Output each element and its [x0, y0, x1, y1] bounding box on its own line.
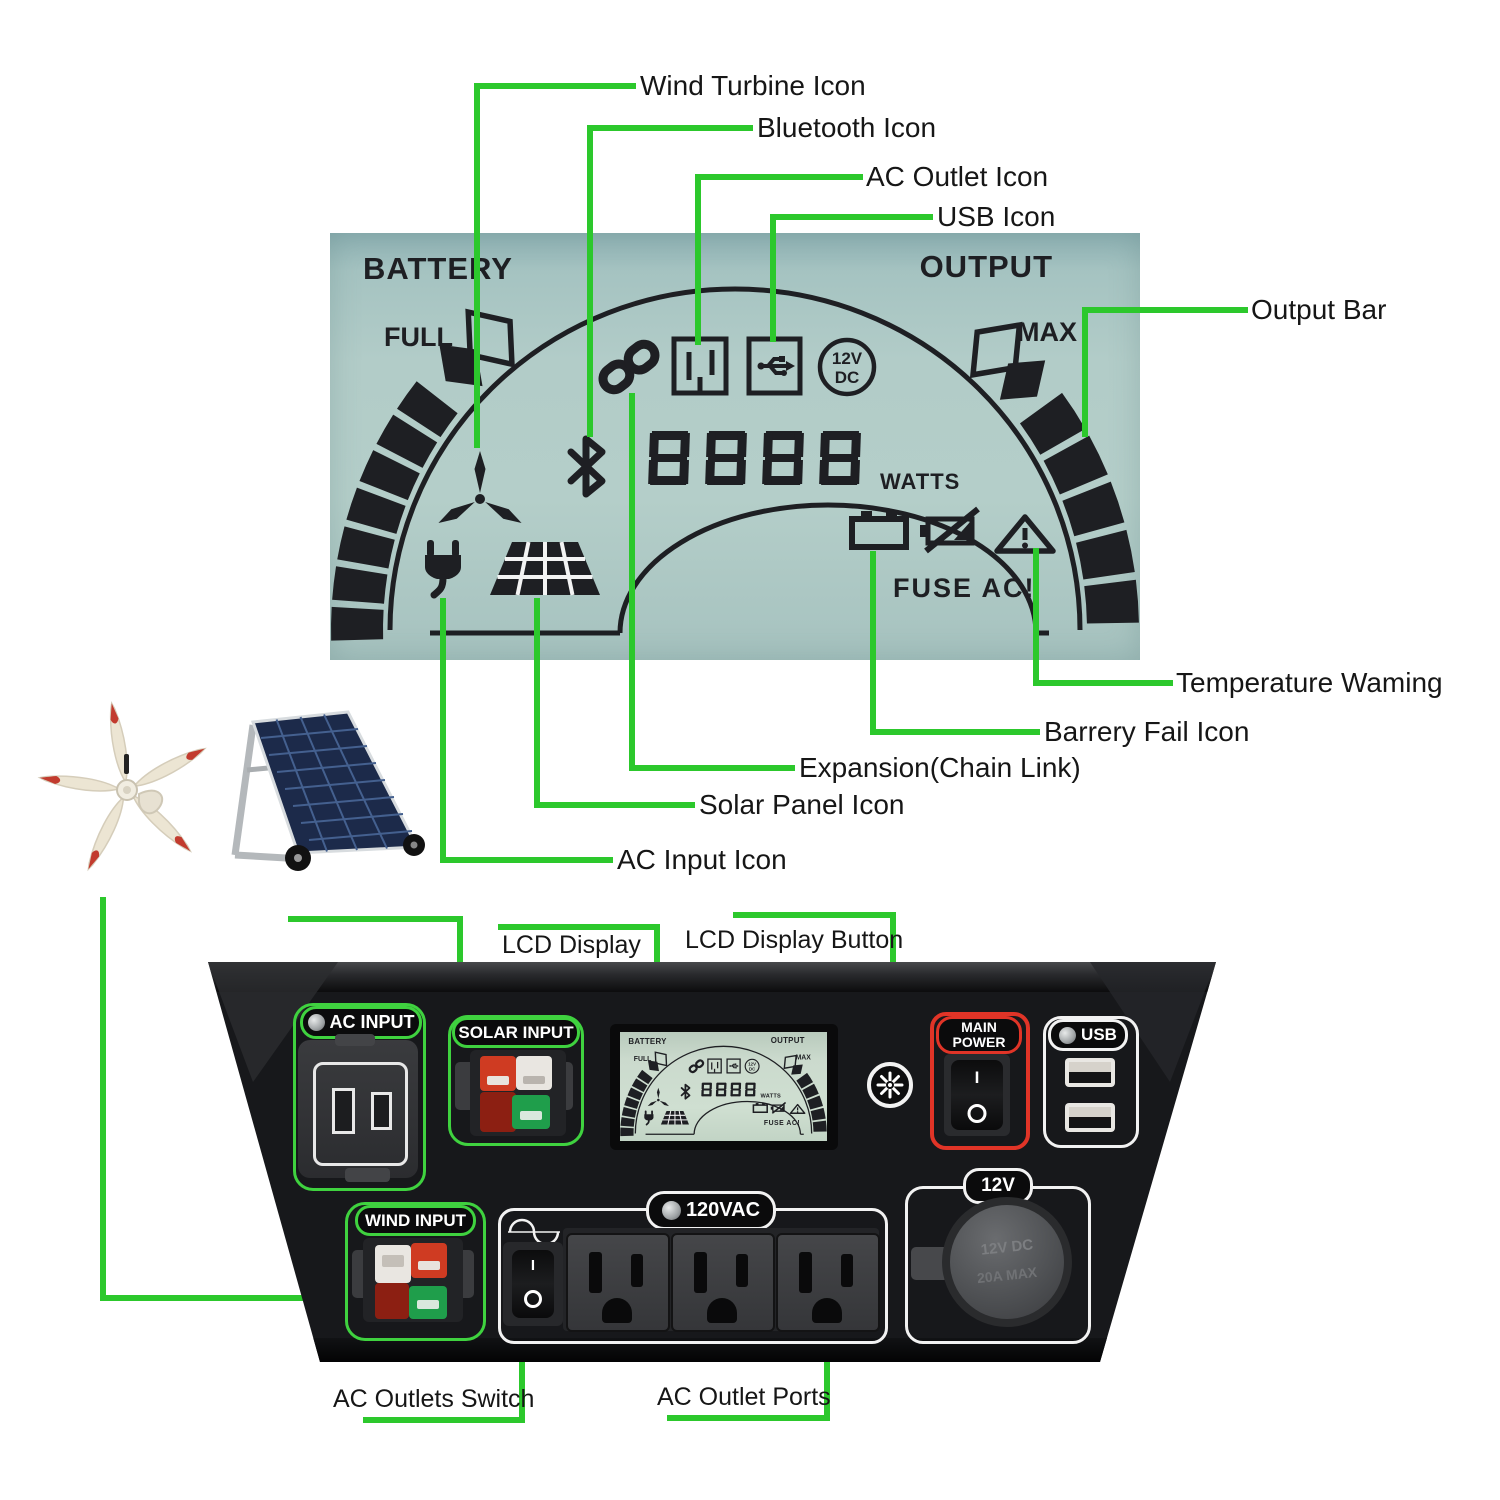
callout-line — [695, 177, 701, 345]
usb-section — [1043, 1016, 1139, 1148]
callout-line — [870, 551, 876, 735]
ac-outlet-port[interactable] — [671, 1233, 775, 1332]
callout-ac-outlet-ports: AC Outlet Ports — [657, 1383, 831, 1411]
callout-line — [519, 1333, 525, 1423]
ac-outlets-switch[interactable]: I — [503, 1242, 563, 1326]
ac-input-section — [293, 1003, 426, 1191]
solar-input-pill: SOLAR INPUT — [452, 1017, 580, 1048]
callout-line — [770, 217, 776, 342]
ac-input-port[interactable] — [298, 1034, 418, 1182]
screw-icon — [307, 1014, 325, 1031]
callout-line — [695, 174, 863, 180]
callout-line — [733, 912, 896, 918]
solar-panel-image — [231, 710, 425, 871]
callout-line — [474, 83, 636, 89]
main-power-section — [930, 1012, 1030, 1150]
callout-line — [363, 1417, 525, 1423]
sine-wave-icon — [508, 1218, 560, 1246]
screw-icon — [1059, 1026, 1077, 1044]
solar-input-terminals[interactable] — [470, 1050, 566, 1136]
lcd-display-button[interactable] — [865, 1060, 915, 1110]
ac-outlet-port[interactable] — [776, 1233, 880, 1332]
main-power-switch[interactable]: I — [944, 1054, 1010, 1136]
callout-temperature: Temperature Waming — [1176, 667, 1443, 698]
usb-pill: USB — [1048, 1019, 1128, 1051]
callout-line — [629, 765, 795, 771]
ac-outlet-port[interactable] — [566, 1233, 670, 1332]
callout-line — [870, 729, 1040, 735]
vac-pill: 120VAC — [646, 1191, 776, 1230]
callout-lcd-display: LCD Display — [502, 931, 641, 959]
callout-line — [1082, 307, 1248, 313]
usb-port[interactable] — [1065, 1103, 1115, 1132]
wind-input-terminals[interactable] — [363, 1238, 463, 1322]
callout-ac-input: AC Input Icon — [617, 844, 787, 875]
callout-wind-turbine: Wind Turbine Icon — [640, 70, 866, 101]
usb-port[interactable] — [1065, 1058, 1115, 1087]
callout-bluetooth: Bluetooth Icon — [757, 112, 937, 143]
callout-line — [474, 86, 480, 448]
callout-ac-outlets-switch: AC Outlets Switch — [333, 1385, 535, 1413]
callout-line — [498, 924, 660, 930]
callout-ac-outlet: AC Outlet Icon — [866, 161, 1049, 192]
wind-input-section — [345, 1202, 486, 1341]
callout-solar-panel: Solar Panel Icon — [699, 789, 905, 820]
callout-expansion: Expansion(Chain Link) — [799, 752, 1081, 783]
callout-line — [1033, 548, 1039, 686]
callout-line — [824, 1330, 830, 1421]
wind-input-pill: WIND INPUT — [355, 1205, 476, 1236]
callout-line — [587, 128, 593, 437]
solar-input-section — [448, 1015, 584, 1146]
callout-line — [440, 598, 446, 863]
callout-line — [534, 598, 540, 808]
callout-battery-fail: Barrery Fail Icon — [1044, 716, 1250, 747]
dc12-socket[interactable]: 12V DC 20A MAX — [942, 1197, 1072, 1327]
callout-line — [100, 1295, 342, 1301]
callout-line — [288, 916, 463, 922]
callout-line — [440, 857, 613, 863]
callout-lcd-display-button: LCD Display Button — [685, 926, 904, 954]
callout-line — [629, 393, 635, 771]
callout-line — [1082, 310, 1088, 437]
screw-icon — [661, 1201, 681, 1220]
callout-usb: USB Icon — [937, 201, 1056, 232]
callout-line — [587, 125, 753, 131]
callout-line — [100, 897, 106, 1301]
lcd-display — [619, 1032, 828, 1141]
callout-line — [667, 1415, 830, 1421]
callout-output-bar: Output Bar — [1251, 294, 1387, 325]
wind-turbine-image — [37, 701, 207, 872]
callout-line — [1033, 680, 1173, 686]
callout-line — [770, 214, 933, 220]
callout-line — [534, 802, 695, 808]
lcd-screen-diagram — [330, 233, 1140, 660]
